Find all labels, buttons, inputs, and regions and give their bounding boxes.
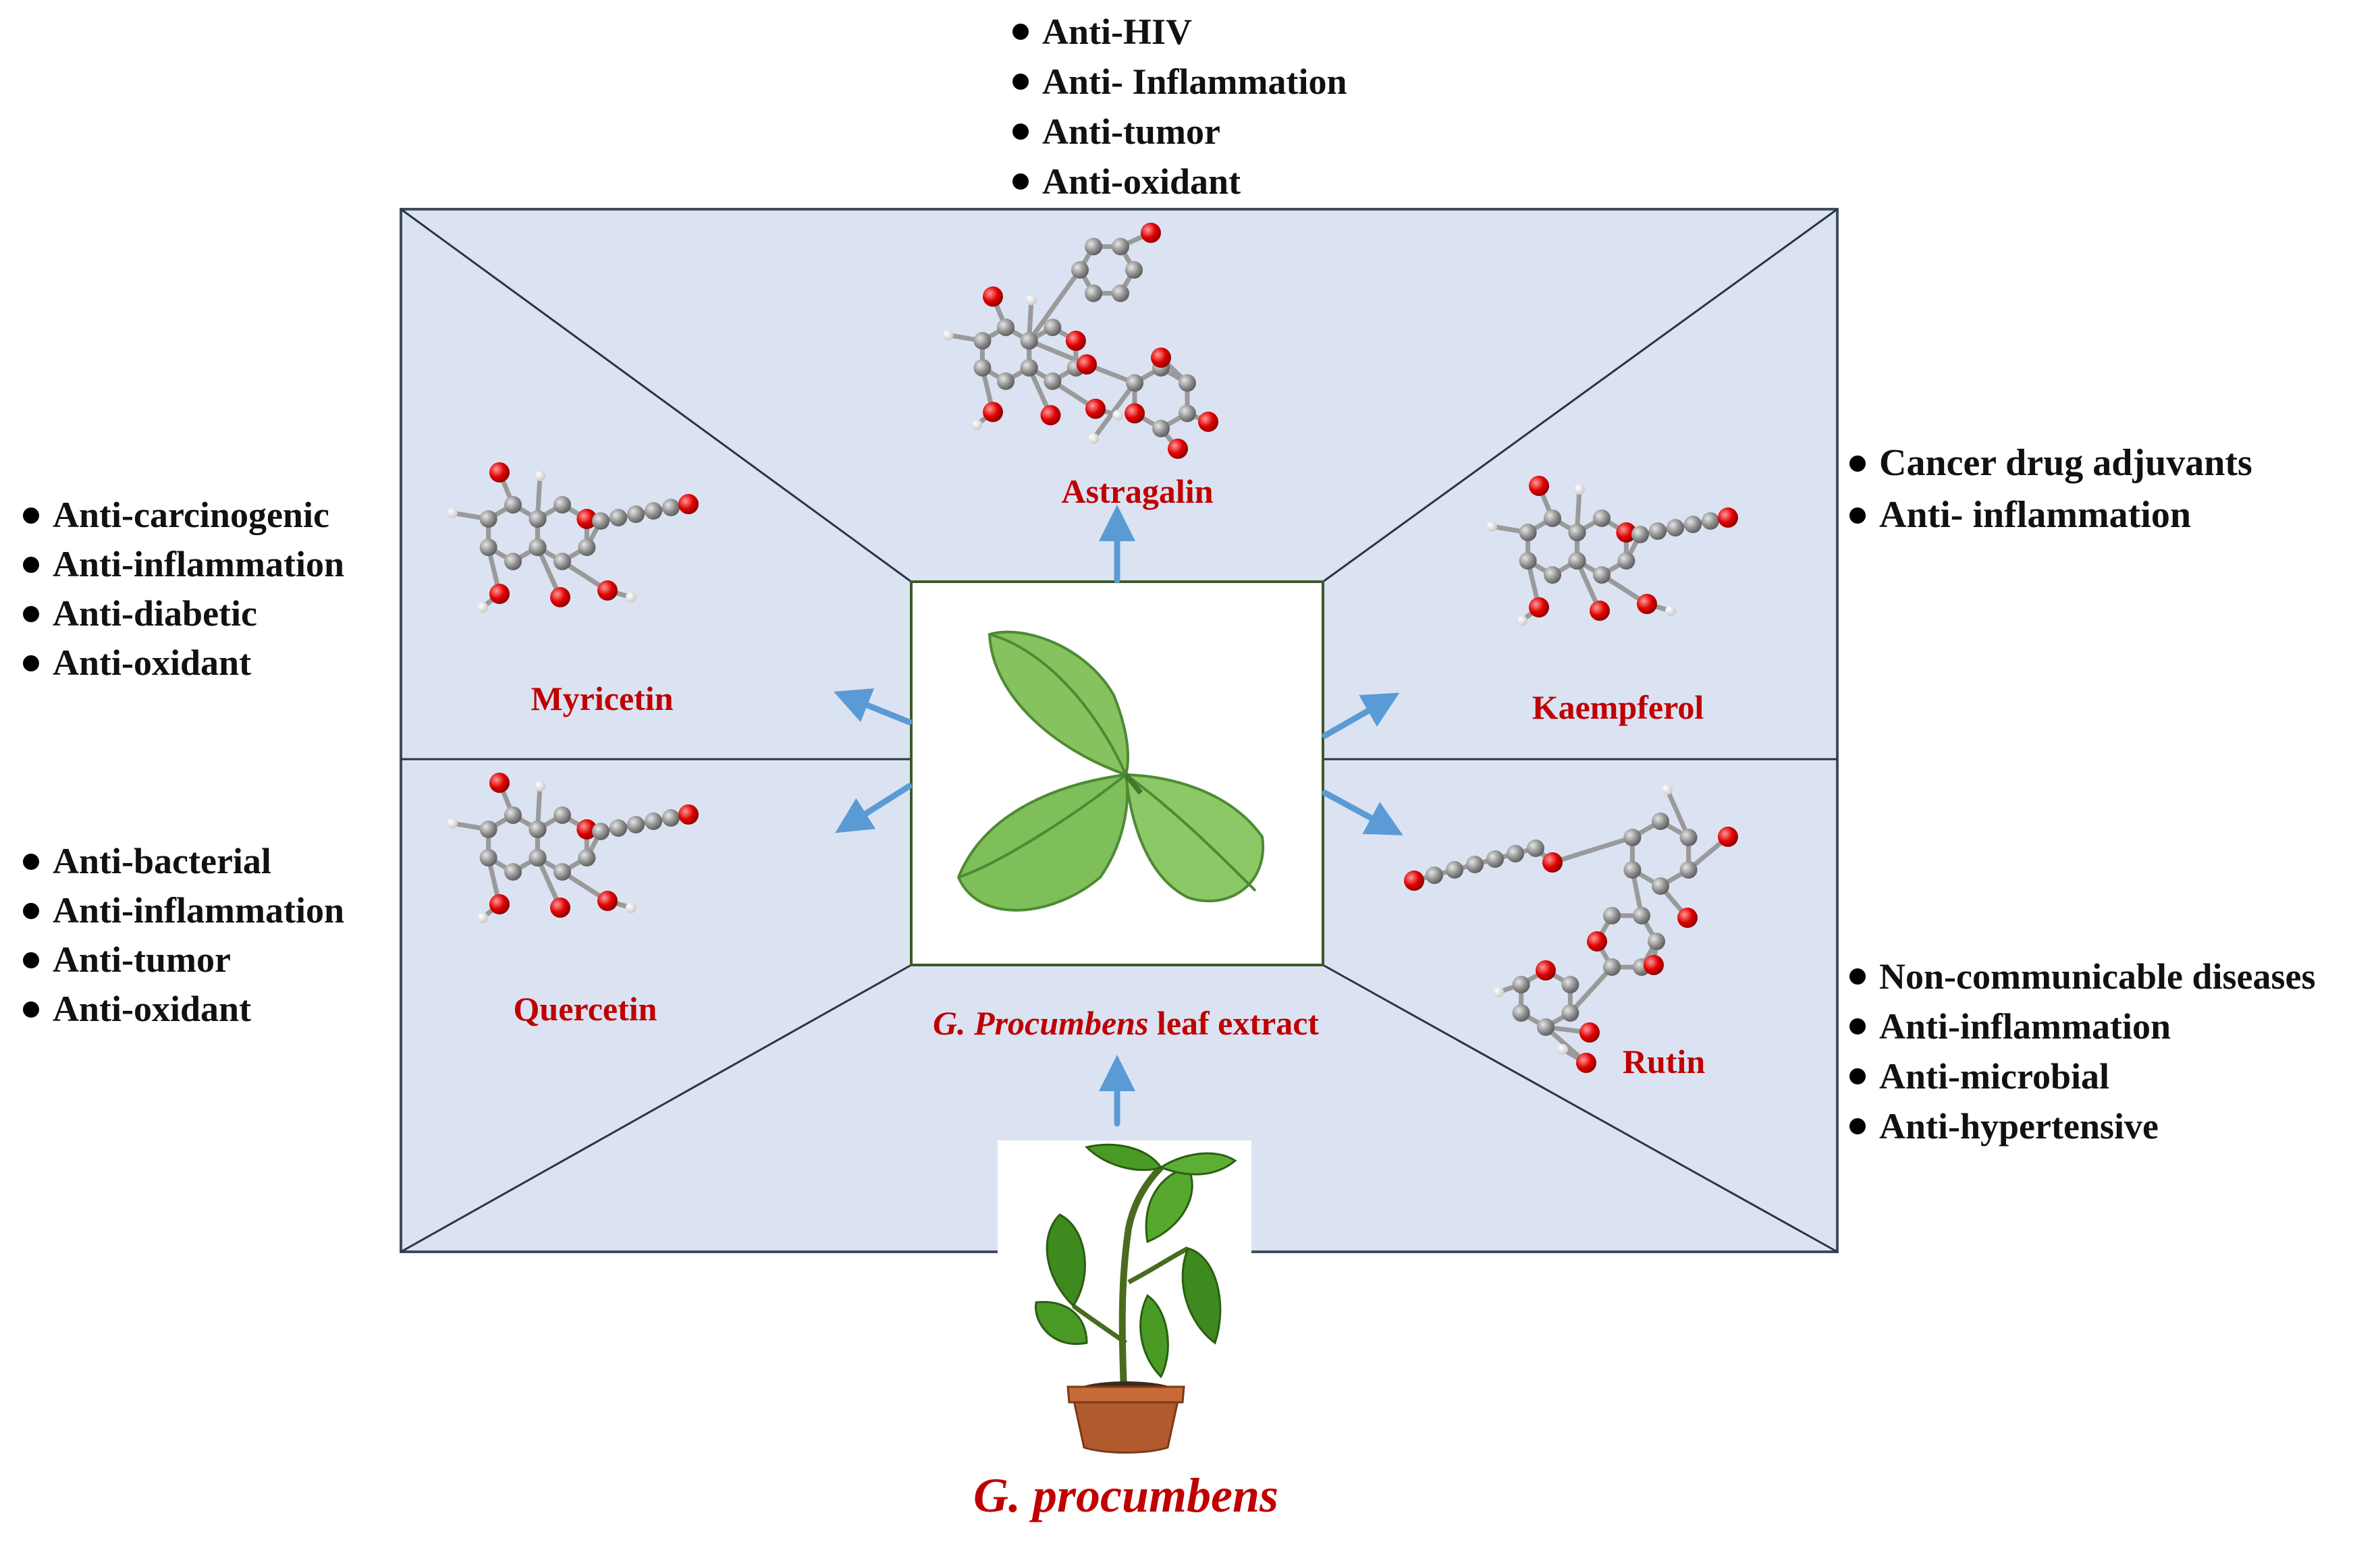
activity-text: Anti-inflammation <box>1879 1006 2171 1047</box>
leaf-extract-label: G. Procumbens leaf extract <box>933 1004 1319 1042</box>
activity-text: Anti-carcinogenic <box>53 495 329 535</box>
activity-item: Anti-oxidant <box>1012 157 1347 206</box>
kaempferol-label: Kaempferol <box>1532 688 1704 726</box>
bullet-icon <box>1012 123 1029 140</box>
activity-text: Anti-inflammation <box>53 890 344 931</box>
activity-item: Cancer drug adjuvants <box>1849 437 2252 489</box>
activity-item: Anti-inflammation <box>23 540 344 589</box>
activity-item: Anti-microbial <box>1849 1051 2316 1101</box>
myricetin-molecule-icon <box>447 462 699 613</box>
activity-text: Anti-oxidant <box>1042 161 1241 202</box>
bullet-icon <box>23 507 39 524</box>
bullet-icon <box>23 1001 39 1018</box>
bullet-icon <box>1012 24 1029 40</box>
activity-text: Cancer drug adjuvants <box>1879 442 2252 484</box>
kaempferol-molecule-icon <box>1486 476 1738 626</box>
astragalin-label: Astragalin <box>1062 472 1214 510</box>
activity-text: Anti-hypertensive <box>1879 1106 2159 1147</box>
bullet-icon <box>23 952 39 968</box>
activity-text: Anti-microbial <box>1879 1056 2109 1097</box>
arrows <box>833 505 1403 1127</box>
bullet-icon <box>1849 1118 1866 1134</box>
quercetin-label: Quercetin <box>514 990 657 1028</box>
quercetin-molecule-icon <box>447 773 699 923</box>
plant-label: G. procumbens <box>973 1468 1278 1522</box>
activity-text: Anti-HIV <box>1042 11 1193 52</box>
activity-item: Anti-tumor <box>1012 107 1347 157</box>
activity-text: Anti-tumor <box>1042 111 1220 152</box>
activity-item: Anti-inflammation <box>1849 1001 2316 1051</box>
activity-item: Anti- inflammation <box>1849 489 2252 541</box>
rutin-molecule-icon <box>1404 784 1738 1073</box>
bullet-icon <box>1849 1018 1866 1035</box>
bullet-icon <box>1849 968 1866 985</box>
bullet-icon <box>23 605 39 622</box>
activity-item: Anti-tumor <box>23 935 344 985</box>
activity-text: Anti-oxidant <box>53 989 252 1029</box>
bullet-icon <box>1012 173 1029 190</box>
activity-text: Anti-tumor <box>53 939 231 980</box>
activity-item: Anti-HIV <box>1012 7 1347 57</box>
activity-text: Anti-inflammation <box>53 544 344 584</box>
activity-text: Anti- inflammation <box>1879 494 2191 536</box>
activity-item: Anti-carcinogenic <box>23 491 344 540</box>
potted-plant-icon <box>1034 1143 1237 1454</box>
activity-text: Anti-diabetic <box>53 593 257 634</box>
activity-item: Anti-hypertensive <box>1849 1101 2316 1151</box>
bullet-icon <box>1849 1068 1866 1084</box>
leaf-extract-box <box>910 580 1324 966</box>
bullet-icon <box>1849 507 1866 524</box>
activity-item: Anti-diabetic <box>23 589 344 638</box>
bullet-icon <box>23 556 39 573</box>
rutin-label: Rutin <box>1623 1043 1705 1080</box>
activity-item: Non-communicable diseases <box>1849 952 2316 1001</box>
activity-item: Anti-bacterial <box>23 837 344 886</box>
bullet-icon <box>23 655 39 671</box>
activity-text: Anti-bacterial <box>53 841 271 881</box>
activity-item: Anti-oxidant <box>23 638 344 688</box>
bullet-icon <box>1012 74 1029 90</box>
activity-item: Anti- Inflammation <box>1012 57 1347 107</box>
activity-text: Non-communicable diseases <box>1879 956 2316 997</box>
astragalin-molecule-icon <box>942 223 1218 459</box>
bullet-icon <box>1849 455 1866 472</box>
bullet-icon <box>23 902 39 919</box>
activity-item: Anti-inflammation <box>23 886 344 935</box>
myricetin-label: Myricetin <box>531 680 673 717</box>
bullet-icon <box>23 853 39 870</box>
activity-text: Anti-oxidant <box>53 642 252 683</box>
panel-dividers <box>400 208 1838 1253</box>
strawberry-leaf-icon <box>956 630 1265 912</box>
activity-item: Anti-oxidant <box>23 985 344 1034</box>
activity-text: Anti- Inflammation <box>1042 61 1347 102</box>
